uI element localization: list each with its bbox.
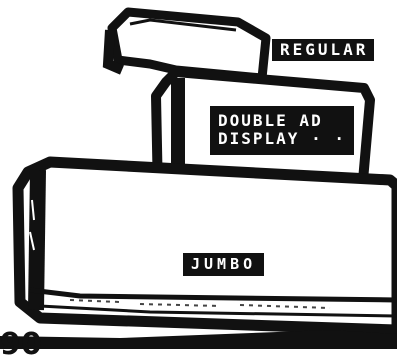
corner-number: 90: [0, 330, 42, 360]
double-ad-label-line2: DISPLAY · ·: [218, 130, 346, 148]
regular-label: REGULAR: [272, 39, 374, 61]
double-ad-display-label: DOUBLE AD DISPLAY · ·: [210, 106, 354, 155]
product-illustration: REGULAR DOUBLE AD DISPLAY · · JUMBO 90: [0, 0, 397, 349]
double-ad-label-line1: DOUBLE AD: [218, 112, 346, 130]
jumbo-label: JUMBO: [183, 253, 264, 276]
